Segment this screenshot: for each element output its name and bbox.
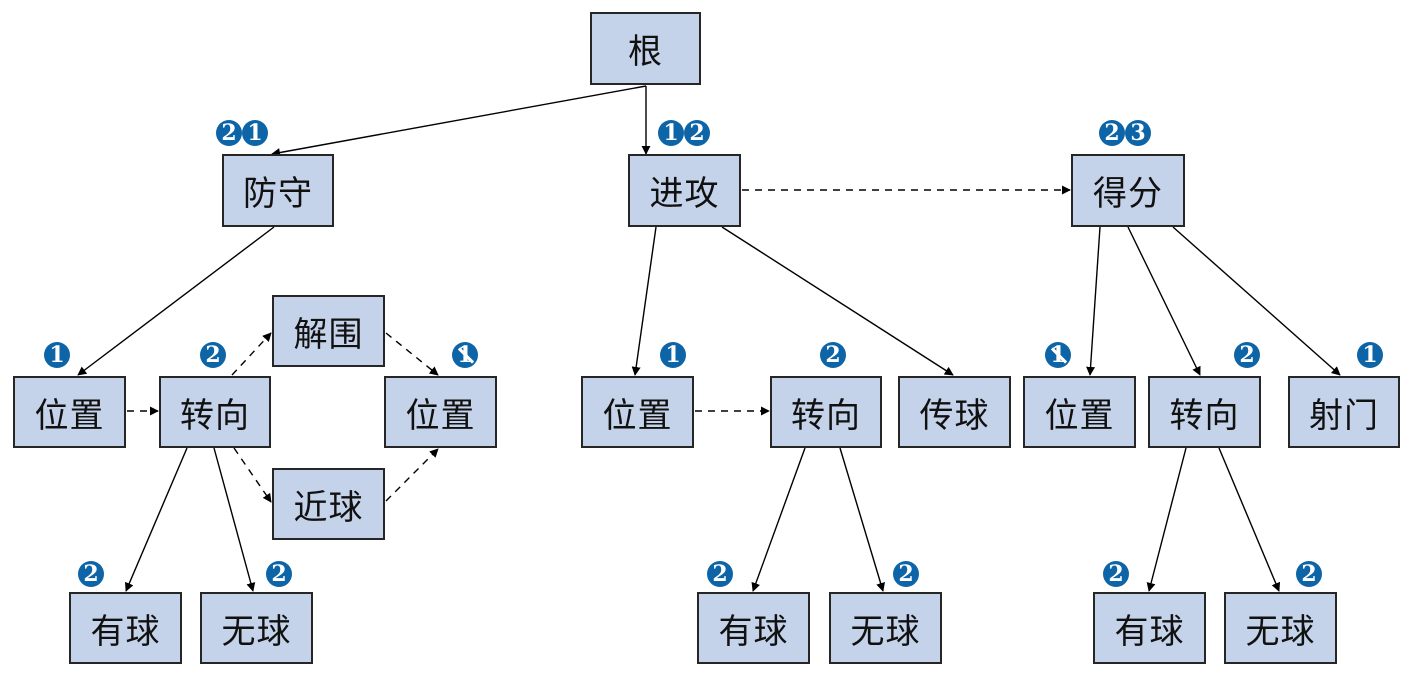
badge-group-score-shoot: 1: [1357, 342, 1383, 368]
edge-att_turn-to-att_noball: [839, 447, 885, 592]
priority-badge: 2: [78, 561, 104, 587]
node-label: 有球: [718, 611, 789, 652]
disabled-priority-badge: 1: [1045, 342, 1071, 368]
node-label: 位置: [1044, 395, 1115, 436]
node-attack-position[interactable]: 位置: [581, 376, 694, 448]
node-root[interactable]: 根: [590, 12, 701, 85]
node-defend-no-ball[interactable]: 无球: [200, 592, 313, 664]
badge-group-defend-has-ball: 2: [78, 561, 104, 587]
priority-badge: 2: [707, 561, 733, 587]
edge-sc_turn-to-sc_noball: [1218, 447, 1281, 592]
badge-group-attack-has-ball: 2: [707, 561, 733, 587]
priority-badge: 1: [44, 342, 70, 368]
priority-badge: 2: [216, 120, 242, 146]
edge-defend-to-def_pos1: [77, 226, 275, 376]
node-label: 根: [628, 32, 663, 72]
node-label: 传球: [919, 395, 990, 436]
edge-def_near-to-def_pos2: [385, 448, 439, 502]
badge-group-score-has-ball: 2: [1103, 561, 1129, 587]
node-attack-has-ball[interactable]: 有球: [697, 592, 810, 664]
node-label: 转向: [180, 395, 250, 436]
node-score-has-ball[interactable]: 有球: [1093, 592, 1206, 664]
edge-attack-to-att_pos: [631, 226, 657, 376]
priority-badge: 2: [1234, 342, 1260, 368]
priority-badge: 2: [820, 342, 846, 368]
node-defend-turn[interactable]: 转向: [159, 376, 271, 448]
badge-group-attack: 1 2: [658, 120, 710, 146]
node-label: 位置: [602, 395, 673, 436]
node-attack-no-ball[interactable]: 无球: [829, 592, 942, 664]
node-label: 防守: [243, 174, 313, 214]
node-label: 位置: [34, 395, 105, 436]
priority-badge: 2: [1103, 561, 1129, 587]
node-defend-clearance[interactable]: 解围: [272, 295, 385, 367]
badge-group-score-no-ball: 2: [1296, 561, 1322, 587]
priority-badge: 2: [684, 120, 710, 146]
node-label: 无球: [850, 611, 921, 652]
node-label: 有球: [1114, 611, 1185, 652]
edge-def_turn-to-def_noball: [213, 447, 256, 592]
node-label: 近球: [293, 487, 364, 528]
node-label: 进攻: [649, 174, 720, 214]
priority-badge: 2: [1296, 561, 1322, 587]
node-attack-pass[interactable]: 传球: [898, 376, 1011, 448]
badge-group-attack-no-ball: 2: [893, 561, 919, 587]
node-label: 无球: [1245, 611, 1316, 652]
edge-score-to-sc_turn: [1127, 226, 1201, 376]
badge-group-defend-turn: 2: [200, 342, 226, 368]
badge-group-score-turn: 2: [1234, 342, 1260, 368]
node-attack[interactable]: 进攻: [628, 154, 741, 227]
badge-group-defend-position-2: 1: [452, 342, 478, 368]
node-label: 转向: [791, 395, 861, 436]
edge-def_clear-to-def_pos2: [385, 332, 439, 376]
edge-def_turn-to-def_hasball: [125, 447, 188, 592]
edge-att_turn-to-att_hasball: [751, 447, 806, 592]
edge-attack-to-att_pass: [721, 226, 954, 376]
badge-group-score: 2 3: [1099, 120, 1151, 146]
node-defend-near-ball[interactable]: 近球: [272, 468, 385, 540]
node-label: 解围: [293, 314, 364, 355]
badge-group-attack-position: 1: [660, 342, 686, 368]
priority-badge: 2: [1099, 120, 1125, 146]
edge-score-to-sc_pos: [1086, 226, 1101, 376]
node-score[interactable]: 得分: [1071, 154, 1185, 227]
priority-badge: 2: [266, 561, 292, 587]
node-label: 得分: [1093, 174, 1163, 214]
badge-group-defend-position: 1: [44, 342, 70, 368]
priority-badge: 1: [1357, 342, 1383, 368]
priority-badge: 1: [658, 120, 684, 146]
priority-badge: 2: [893, 561, 919, 587]
edge-def_turn-to-def_clear: [231, 332, 272, 376]
node-defend-has-ball[interactable]: 有球: [69, 592, 182, 664]
node-label: 转向: [1169, 395, 1240, 436]
node-score-position[interactable]: 位置: [1023, 376, 1136, 448]
priority-badge: 2: [200, 342, 226, 368]
node-label: 有球: [90, 611, 161, 652]
node-label: 射门: [1309, 395, 1379, 436]
node-label: 位置: [405, 395, 476, 436]
priority-badge: 1: [242, 120, 268, 146]
priority-badge: 3: [1125, 120, 1151, 146]
badge-group-score-position: 1: [1045, 342, 1071, 368]
badge-group-attack-turn: 2: [820, 342, 846, 368]
node-label: 无球: [221, 611, 292, 652]
node-defend[interactable]: 防守: [222, 154, 334, 227]
disabled-priority-badge: 1: [452, 342, 478, 368]
edge-score-to-sc_shoot: [1172, 226, 1341, 376]
edge-root-to-defend: [271, 85, 647, 157]
node-attack-turn[interactable]: 转向: [770, 376, 882, 448]
node-score-shoot[interactable]: 射门: [1288, 376, 1400, 448]
badge-group-defend-no-ball: 2: [266, 561, 292, 587]
node-score-no-ball[interactable]: 无球: [1224, 592, 1337, 664]
node-defend-position-2[interactable]: 位置: [384, 376, 497, 448]
badge-group-defend: 2 1: [216, 120, 268, 146]
edge-sc_turn-to-sc_hasball: [1146, 447, 1187, 592]
node-score-turn[interactable]: 转向: [1148, 376, 1261, 448]
edge-def_turn-to-def_near: [233, 447, 272, 503]
priority-badge: 1: [660, 342, 686, 368]
node-defend-position[interactable]: 位置: [13, 376, 126, 448]
